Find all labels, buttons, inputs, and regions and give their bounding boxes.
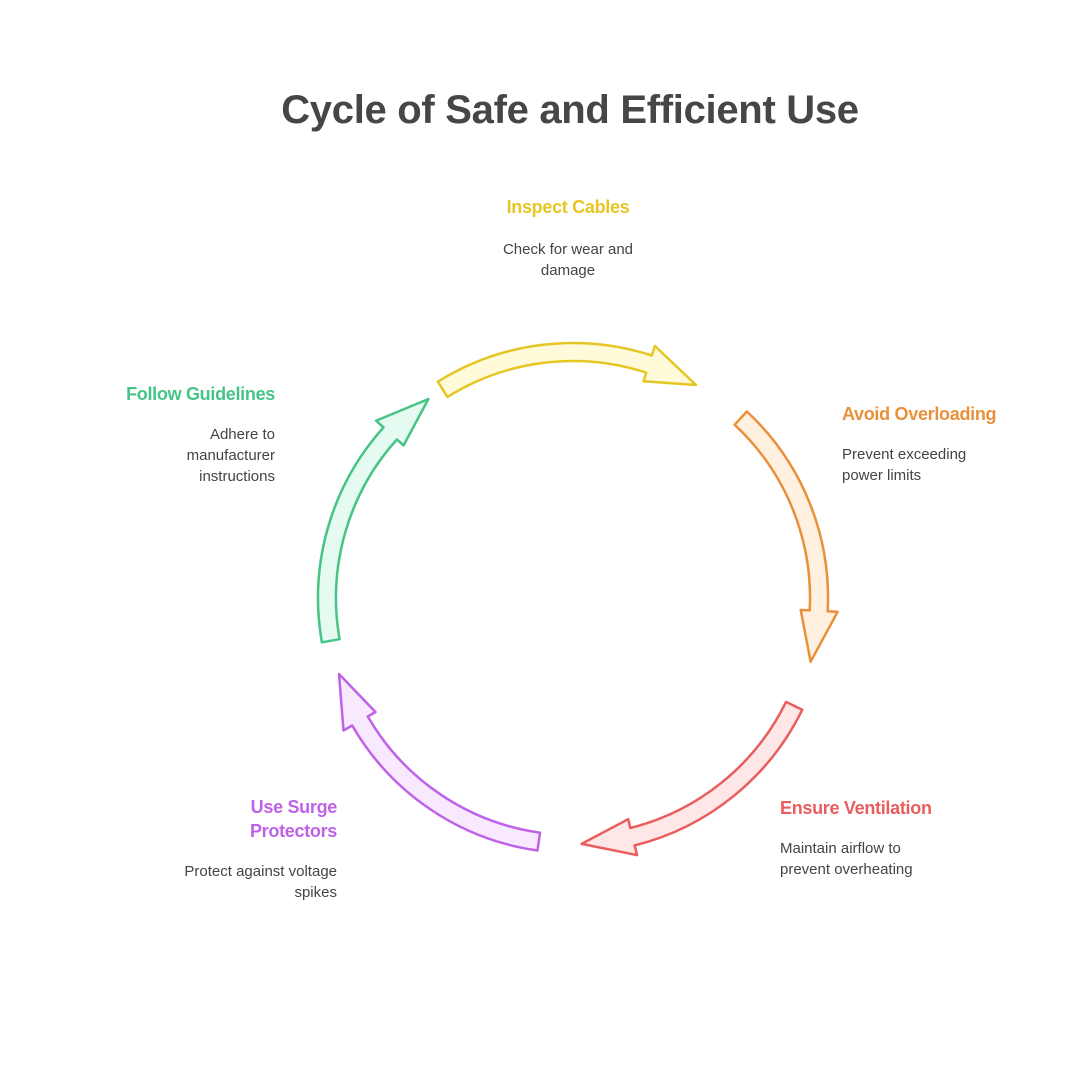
arrow-avoid-overloading [733, 410, 839, 663]
step-description: Prevent exceeding power limits [842, 446, 967, 484]
step-description: Maintain airflow to prevent overheating [780, 840, 913, 878]
arrow-inspect-cables [436, 341, 698, 399]
arrow-follow-guidelines [316, 397, 430, 644]
arrow-use-surge-protectors [337, 672, 542, 852]
step-title: Avoid Overloading [842, 404, 997, 424]
step-inspect-cables: Inspect Cables Check for wear and damage [468, 195, 668, 281]
step-description: Check for wear and damage [502, 241, 634, 279]
step-avoid-overloading: Avoid Overloading Prevent exceeding powe… [842, 402, 1042, 486]
step-ensure-ventilation: Ensure Ventilation Maintain airflow to p… [780, 796, 980, 880]
step-title: Use Surge Protectors [249, 797, 337, 841]
step-title: Inspect Cables [506, 197, 630, 217]
step-title: Follow Guidelines [126, 384, 275, 404]
diagram-title: Cycle of Safe and Efficient Use [281, 88, 859, 132]
step-follow-guidelines: Follow Guidelines Adhere to manufacturer… [75, 382, 275, 487]
arrow-ensure-ventilation [580, 700, 804, 857]
step-description: Adhere to manufacturer instructions [186, 426, 275, 485]
step-description: Protect against voltage spikes [184, 863, 337, 901]
step-title: Ensure Ventilation [780, 798, 932, 818]
step-use-surge-protectors: Use Surge Protectors Protect against vol… [137, 795, 337, 903]
